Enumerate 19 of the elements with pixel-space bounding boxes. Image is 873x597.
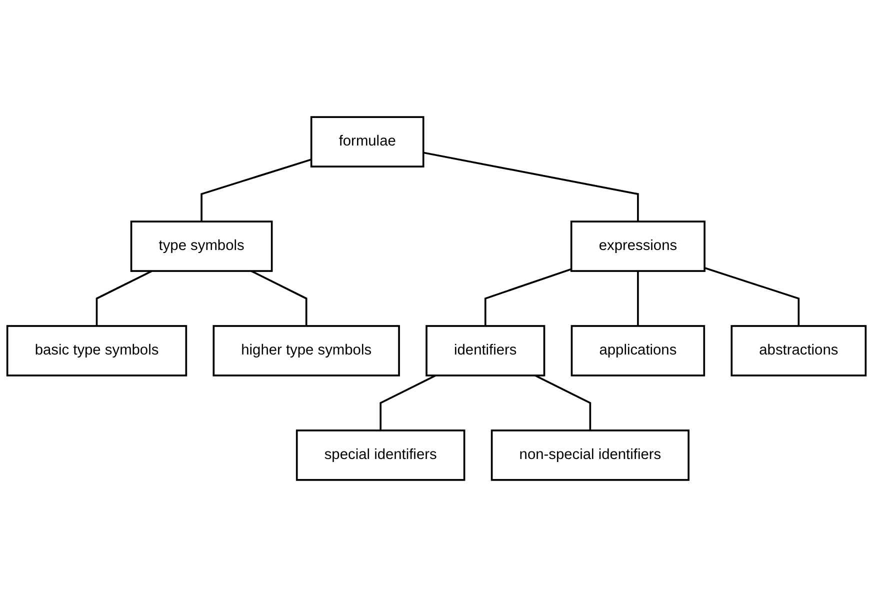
connector bbox=[534, 374, 592, 430]
node-box: type symbols bbox=[130, 220, 273, 272]
node-box: expressions bbox=[570, 220, 706, 272]
node-box: abstractions bbox=[730, 325, 867, 376]
connector bbox=[250, 270, 308, 326]
connector bbox=[380, 374, 436, 430]
node-box: higher type symbols bbox=[212, 325, 400, 376]
connector bbox=[200, 158, 312, 222]
connector bbox=[96, 270, 152, 326]
connector bbox=[704, 267, 800, 326]
node-box: non-special identifiers bbox=[490, 430, 690, 481]
connector bbox=[484, 268, 572, 326]
connector bbox=[423, 152, 639, 222]
node-box: identifiers bbox=[426, 325, 546, 376]
node-box: special identifiers bbox=[296, 430, 466, 481]
node-box: basic type symbols bbox=[6, 325, 188, 376]
connector bbox=[637, 271, 639, 326]
node-box: applications bbox=[570, 325, 706, 376]
node-box: formulae bbox=[310, 116, 424, 168]
